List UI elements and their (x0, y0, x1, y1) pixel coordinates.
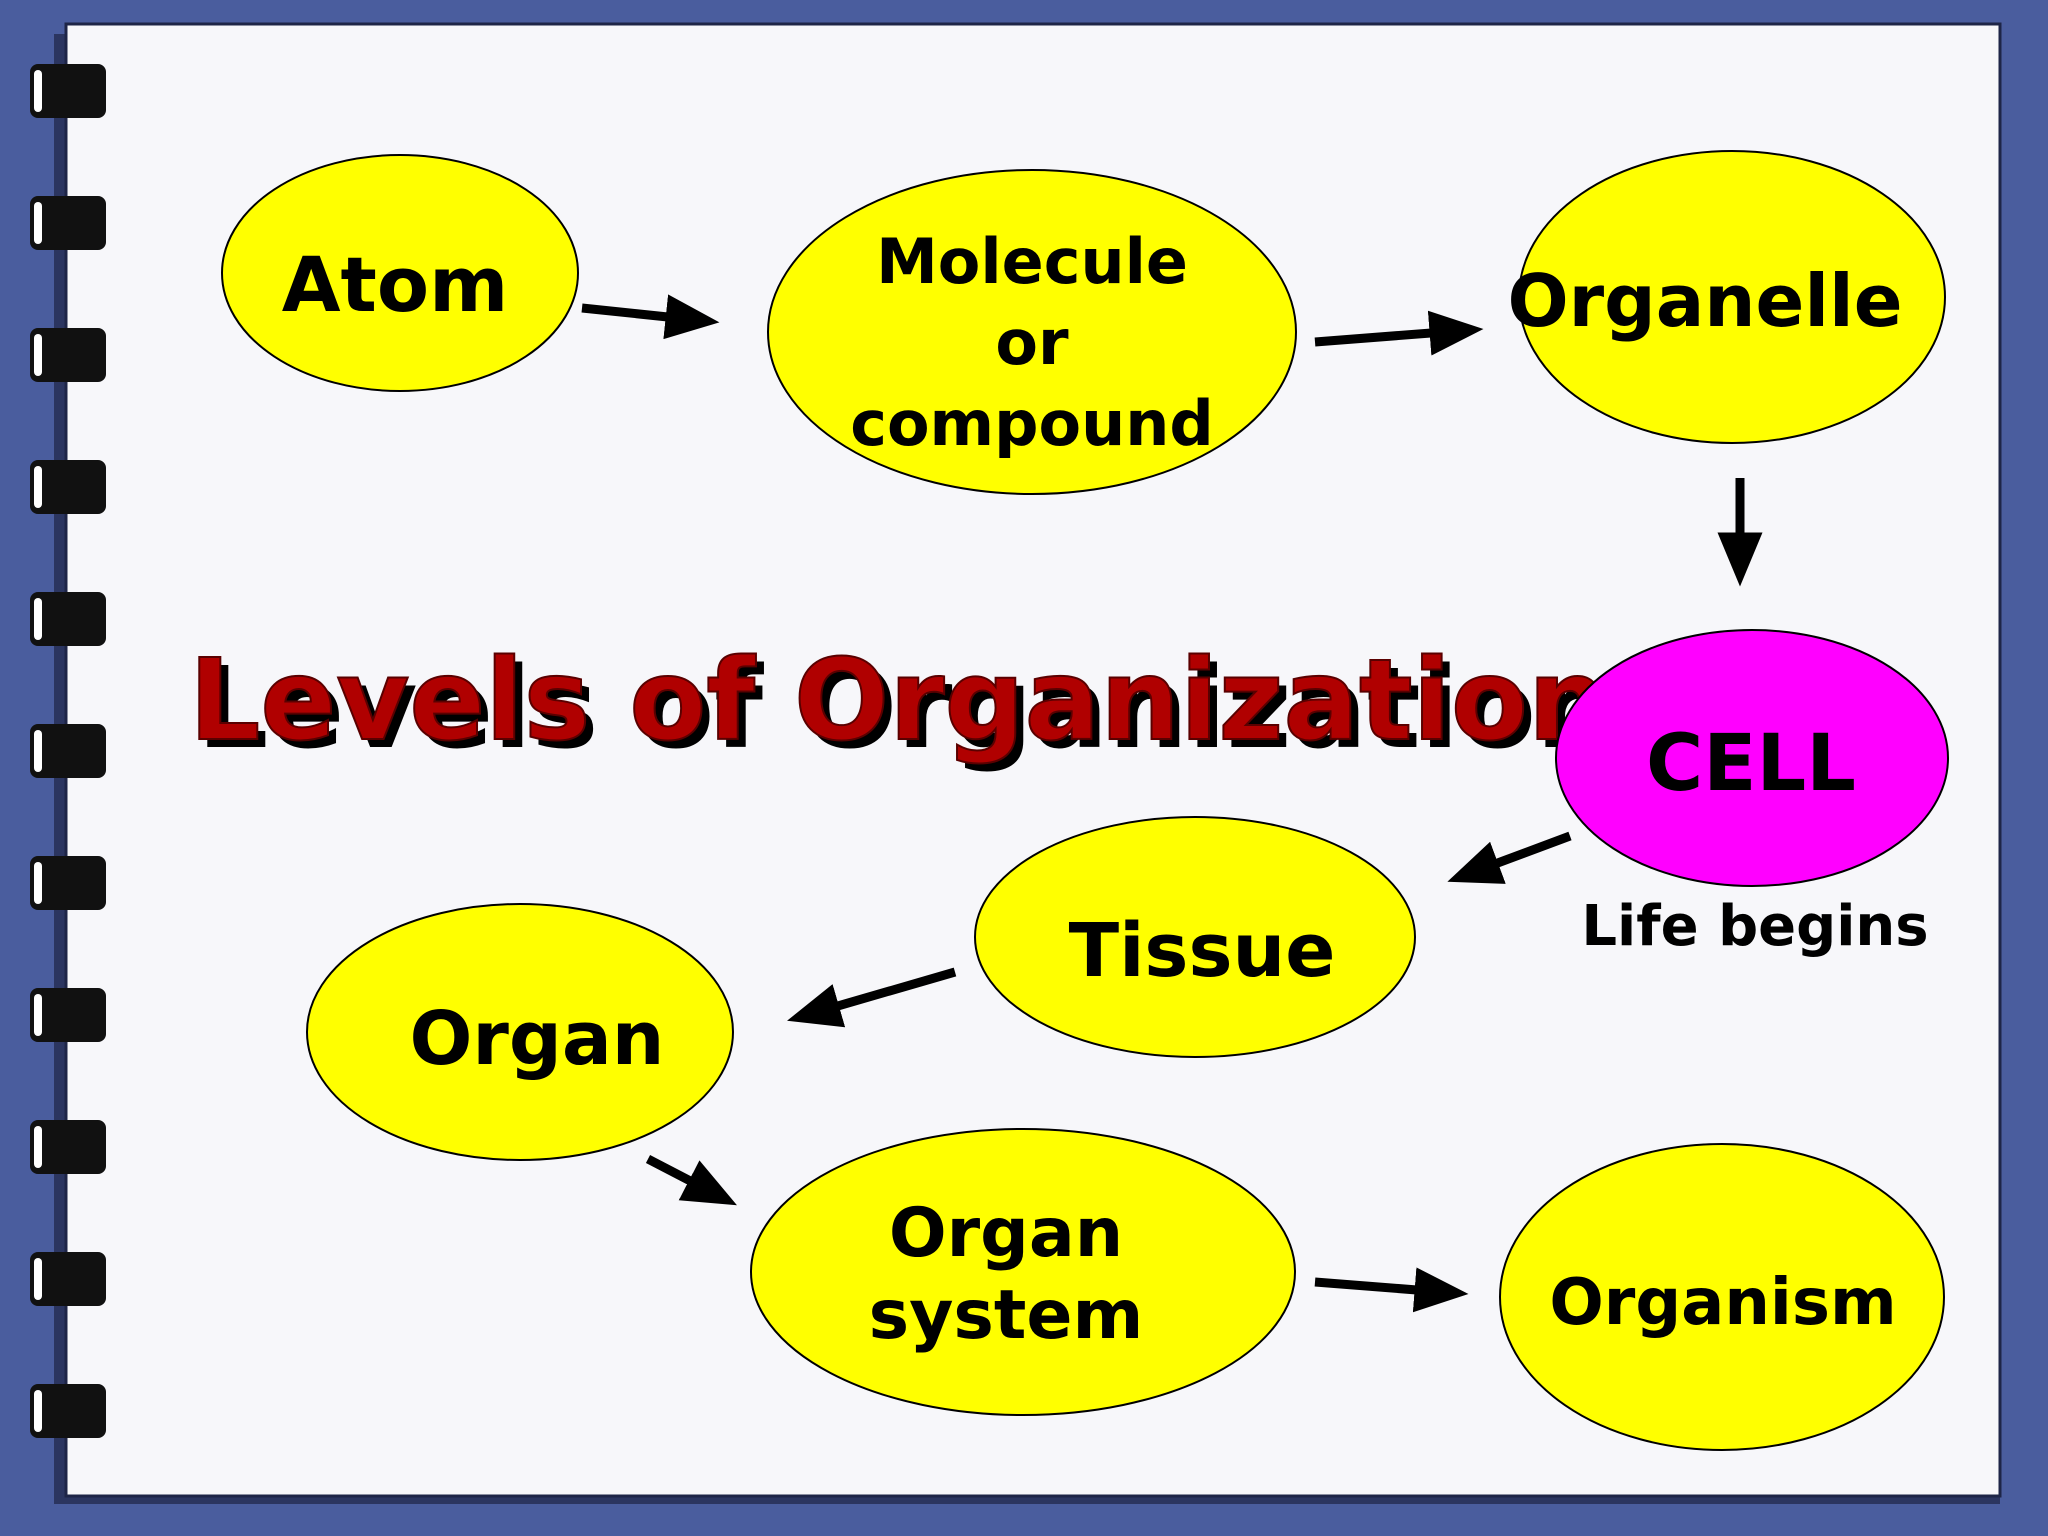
binding-ring (30, 328, 106, 382)
node-cell-shape (1555, 629, 1949, 887)
node-molecule: Molecule or compound (767, 169, 1297, 495)
binding-ring (30, 460, 106, 514)
node-organ-system: Organ system (750, 1128, 1296, 1416)
binding-ring-highlight (34, 1258, 42, 1300)
node-organism-shape (1499, 1143, 1945, 1451)
binding-ring-highlight (34, 1390, 42, 1432)
binding-ring (30, 724, 106, 778)
node-organ-system-line-2: system (869, 1276, 1144, 1355)
binding-ring-highlight (34, 70, 42, 112)
node-atom: Atom (221, 154, 579, 392)
arrow-tissue-to-organ (787, 967, 957, 1028)
node-cell-label: CELL (1646, 719, 1856, 809)
binding-ring (30, 196, 106, 250)
binding-ring (30, 64, 106, 118)
spiral-binding (30, 64, 106, 1438)
node-molecule-line-3: compound (850, 387, 1214, 460)
node-organism-label: Organism (1549, 1266, 1896, 1340)
node-tissue-shape (974, 816, 1416, 1058)
binding-ring (30, 592, 106, 646)
binding-ring-highlight (34, 334, 42, 376)
flow-arrows (581, 294, 1763, 1313)
arrow-organ-to-organ-system (645, 1155, 737, 1206)
node-organelle-shape (1518, 150, 1946, 444)
node-organ-label: Organ (410, 996, 665, 1082)
binding-ring (30, 1120, 106, 1174)
node-organ-system-line-1: Organ (889, 1194, 1123, 1273)
slide-title: Levels of Organization Levels of Organiz… (188, 635, 1616, 774)
binding-ring-highlight (34, 862, 42, 904)
node-molecule-line-2: or (995, 306, 1069, 379)
binding-ring-highlight (34, 598, 42, 640)
binding-ring-highlight (34, 994, 42, 1036)
node-organism: Organism (1499, 1143, 1945, 1451)
binding-ring (30, 856, 106, 910)
node-organ-system-shape (750, 1128, 1296, 1416)
binding-ring (30, 1384, 106, 1438)
node-organ-shape (306, 903, 734, 1161)
binding-ring-highlight (34, 466, 42, 508)
node-tissue-label: Tissue (1069, 908, 1336, 994)
arrow-molecule-to-organelle (1314, 310, 1484, 356)
node-molecule-line-1: Molecule (876, 225, 1188, 298)
node-tissue: Tissue (974, 816, 1416, 1058)
node-atom-label: Atom (282, 240, 509, 329)
page-title: Levels of Organization (189, 636, 1608, 766)
node-organelle: Organelle (1507, 150, 1946, 444)
cell-note: Life begins (1581, 894, 1928, 959)
binding-ring (30, 988, 106, 1042)
node-organ: Organ (306, 903, 734, 1161)
node-atom-shape (221, 154, 579, 392)
binding-ring-highlight (34, 1126, 42, 1168)
node-molecule-shape (767, 169, 1297, 495)
arrow-organ-system-to-organism (1314, 1267, 1469, 1313)
binding-ring (30, 1252, 106, 1306)
binding-ring-highlight (34, 730, 42, 772)
arrow-atom-to-molecule (581, 294, 720, 340)
node-organelle-label: Organelle (1507, 259, 1902, 343)
arrow-cell-to-tissue (1447, 831, 1572, 884)
node-cell: CELL (1555, 629, 1949, 887)
binding-ring-highlight (34, 202, 42, 244)
title-shadow: Levels of Organization (197, 644, 1616, 774)
